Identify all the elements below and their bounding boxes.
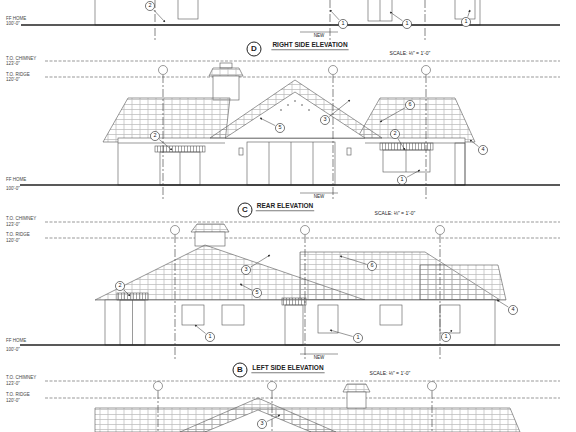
callout-number: 2	[147, 3, 152, 9]
level-label: 120'-0"	[5, 399, 21, 404]
level-label: FF HOME	[5, 339, 27, 344]
callout-number: 2	[117, 283, 122, 289]
callout-circle	[405, 100, 414, 109]
callout-circle	[150, 131, 159, 140]
callout-number: 1	[443, 334, 448, 340]
callout-circle	[241, 265, 250, 274]
note-label: NEW	[313, 34, 326, 39]
leader-line	[470, 140, 479, 147]
title-underline	[251, 372, 324, 373]
leader-line	[340, 256, 367, 264]
leader-line	[398, 139, 405, 150]
leader-line	[159, 140, 172, 150]
leader-line	[329, 100, 350, 117]
title-underline	[256, 210, 314, 211]
callout-number: 4	[480, 147, 485, 153]
level-label: 120'-0"	[5, 239, 21, 244]
scale-note: SCALE: ⅛" = 1'-0"	[374, 211, 417, 216]
drawing-lines	[20, 0, 560, 432]
callout-number: 5	[277, 125, 282, 131]
leader-line	[330, 10, 339, 20]
level-label: 100'-0"	[5, 22, 21, 27]
leader-line	[260, 118, 275, 126]
level-label: 120'-0"	[5, 78, 21, 83]
callout-number: 5	[254, 290, 259, 296]
callout-circle	[390, 129, 399, 138]
callout-circle	[402, 19, 411, 28]
callout-number: 2	[392, 131, 397, 137]
section-marker: C	[241, 206, 249, 214]
callout-circle	[367, 261, 376, 270]
callout-number: 3	[322, 117, 327, 123]
level-label: FF HOME	[5, 17, 27, 22]
callout-circle	[320, 115, 329, 124]
leader-line	[330, 330, 353, 336]
callout-number: 1	[207, 334, 212, 340]
level-label: T.O. RIDGE	[5, 393, 31, 398]
section-marker: D	[250, 45, 258, 53]
callout-number: 4	[510, 307, 515, 313]
scale-note: SCALE: ⅛" = 1'-0"	[369, 371, 412, 376]
leader-line	[407, 170, 420, 177]
note-label: NEW	[313, 195, 326, 200]
callout-number: 3	[259, 421, 264, 427]
level-label: 123'-0"	[5, 382, 21, 387]
level-label: 100'-0"	[5, 187, 21, 192]
level-label: FF HOME	[5, 178, 27, 183]
level-label: T.O. CHIMNEY	[5, 376, 37, 381]
callout-number: 2	[152, 133, 157, 139]
callout-circle	[115, 281, 124, 290]
level-label: T.O. CHIMNEY	[5, 57, 37, 62]
leader-line	[124, 290, 130, 296]
callout-number: 3	[243, 267, 248, 273]
callout-circle	[441, 332, 450, 341]
leader-line	[468, 10, 470, 17]
scale-note: SCALE: ⅛" = 1'-0"	[389, 51, 432, 56]
callout-circle	[252, 288, 261, 297]
callout-number: 6	[407, 102, 412, 108]
leader-line	[380, 108, 405, 122]
callout-number: 6	[369, 263, 374, 269]
level-label: T.O. RIDGE	[5, 73, 31, 78]
callout-circle	[353, 333, 362, 342]
note-label: NEW	[313, 356, 326, 361]
callout-circle	[461, 17, 470, 26]
leader-line	[390, 12, 402, 21]
view-title: LEFT SIDE ELEVATION	[251, 365, 324, 372]
view-title: REAR ELEVATION	[256, 203, 314, 210]
section-bubble	[238, 203, 252, 217]
leader-line	[195, 325, 206, 334]
callout-number: 1	[463, 19, 468, 25]
callout-circle	[205, 332, 214, 341]
callout-circle	[397, 175, 406, 184]
section-bubble	[233, 363, 247, 377]
callout-circle	[145, 1, 154, 10]
level-label: 123'-0"	[5, 62, 21, 67]
callout-number: 1	[355, 335, 360, 341]
title-underline	[271, 49, 348, 50]
callout-circle	[478, 145, 487, 154]
callout-number: 1	[340, 21, 345, 27]
callout-circle	[275, 123, 284, 132]
level-label: T.O. CHIMNEY	[5, 217, 37, 222]
level-label: 100'-0"	[5, 348, 21, 353]
level-label: 123'-0"	[5, 223, 21, 228]
section-marker: B	[236, 366, 244, 374]
level-label: T.O. RIDGE	[5, 233, 31, 238]
leader-line	[450, 330, 452, 333]
callout-number: 1	[404, 21, 409, 27]
leader-line	[497, 300, 508, 307]
section-bubble	[247, 42, 261, 56]
callout-circle	[508, 305, 517, 314]
callout-circle	[338, 19, 347, 28]
leader-line	[240, 284, 252, 290]
callout-circle	[257, 419, 266, 428]
callout-number: 1	[399, 177, 404, 183]
leader-line	[251, 255, 270, 267]
leader-line	[154, 10, 165, 22]
leader-line	[267, 415, 280, 422]
view-title: RIGHT SIDE ELEVATION	[271, 42, 348, 49]
